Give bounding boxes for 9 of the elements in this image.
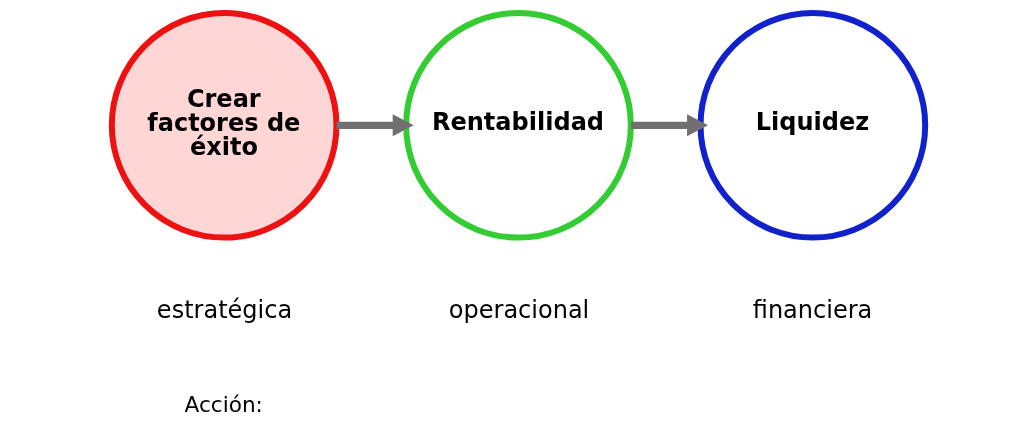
arrow (630, 114, 708, 137)
node-label: estratégica (156, 295, 292, 324)
node-label: financiera (752, 295, 872, 324)
node-circle: Crear factores de éxito (108, 9, 339, 241)
node-circle: Rentabilidad (402, 9, 634, 241)
node-circle: Liquidez (697, 9, 928, 241)
arrow (336, 114, 414, 137)
label: Acción: (183, 391, 263, 417)
node-label: operacional (448, 295, 589, 324)
